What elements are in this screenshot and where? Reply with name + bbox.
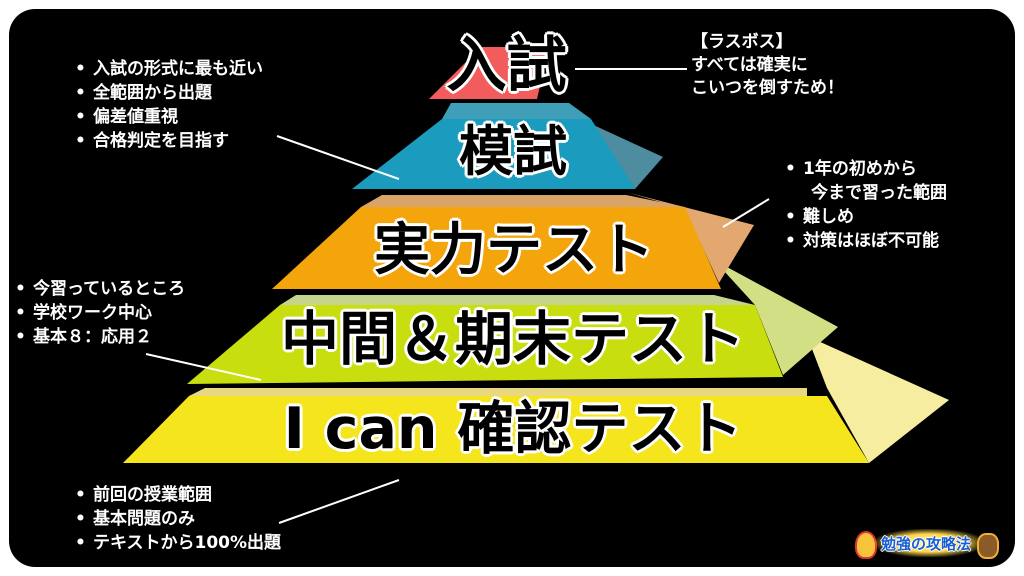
boss-note-line: こいつを倒すため！ — [691, 78, 844, 98]
mock-note-item: 偏差値重視 — [73, 105, 263, 129]
ican-tier-top — [189, 388, 807, 396]
ican-tier-side — [807, 336, 949, 463]
ican-notes: 前回の授業範囲 基本問題のみ テキストから100%出題 — [73, 483, 281, 555]
proficiency-tier-side — [626, 192, 754, 283]
diagram-canvas: 入試 模試 実力テスト 中間＆期末テスト I can 確認テスト 入試の形式に最… — [9, 9, 1015, 567]
mock-tier-front — [352, 119, 635, 189]
mascot-girl-icon — [855, 531, 877, 559]
proficiency-note-item: 今まで習った範囲 — [811, 183, 947, 203]
top-tier-shape — [429, 47, 549, 99]
mock-note-item: 合格判定を目指す — [73, 129, 263, 153]
proficiency-tier-front — [272, 207, 721, 289]
mock-connector-line — [276, 135, 400, 180]
mock-note-item: 全範囲から出題 — [73, 81, 263, 105]
mock-tier-side — [550, 105, 663, 189]
tier-label-ican: I can 確認テスト — [283, 396, 743, 462]
proficiency-connector-line — [722, 198, 770, 228]
tier-label-top: 入試 — [446, 31, 567, 101]
tier-label-mock: 模試 — [459, 120, 567, 183]
ican-note-item: 前回の授業範囲 — [73, 483, 281, 507]
pyramid-graphic — [123, 47, 949, 524]
ican-note-item: テキストから100%出題 — [73, 531, 281, 555]
ican-tier-front — [123, 396, 869, 463]
logo-brand-text: 勉強の攻略法 — [881, 535, 972, 553]
tier-label-midterm: 中間＆期末テスト — [280, 305, 745, 373]
ican-connector-line — [278, 479, 400, 524]
midterm-connector-line — [145, 353, 262, 381]
mock-notes: 入試の形式に最も近い 全範囲から出題 偏差値重視 合格判定を目指す — [73, 57, 263, 153]
midterm-note-item: 学校ワーク中心 — [13, 301, 185, 325]
proficiency-tier-top — [361, 195, 685, 207]
proficiency-note-item: 対策はほぼ不可能 — [783, 229, 947, 253]
midterm-note-item: 今習っているところ — [13, 277, 185, 301]
tier-label-proficiency: 実力テスト — [374, 218, 654, 283]
proficiency-notes: 1年の初めから 今まで習った範囲 難しめ 対策はほぼ不可能 — [783, 157, 947, 253]
midterm-tier-top — [280, 295, 755, 305]
boss-note-title: 【ラスボス】 — [691, 32, 793, 52]
boss-notes: 【ラスボス】 すべては確実に こいつを倒すため！ — [691, 31, 844, 100]
logo-glow — [875, 529, 983, 557]
midterm-note-item: 基本８：応用２ — [13, 325, 185, 349]
brand-logo: 勉強の攻略法 — [851, 525, 1003, 561]
midterm-tier-side — [714, 260, 838, 375]
ican-note-item: 基本問題のみ — [73, 507, 281, 531]
proficiency-note-item: 1年の初めから — [783, 157, 947, 181]
mock-note-item: 入試の形式に最も近い — [73, 57, 263, 81]
proficiency-note-item: 難しめ — [783, 205, 947, 229]
boss-note-line: すべては確実に — [691, 55, 808, 75]
mock-tier-top — [442, 103, 591, 119]
midterm-tier-front — [187, 305, 783, 384]
midterm-notes: 今習っているところ 学校ワーク中心 基本８：応用２ — [13, 277, 185, 349]
mascot-boy-icon — [977, 533, 999, 559]
